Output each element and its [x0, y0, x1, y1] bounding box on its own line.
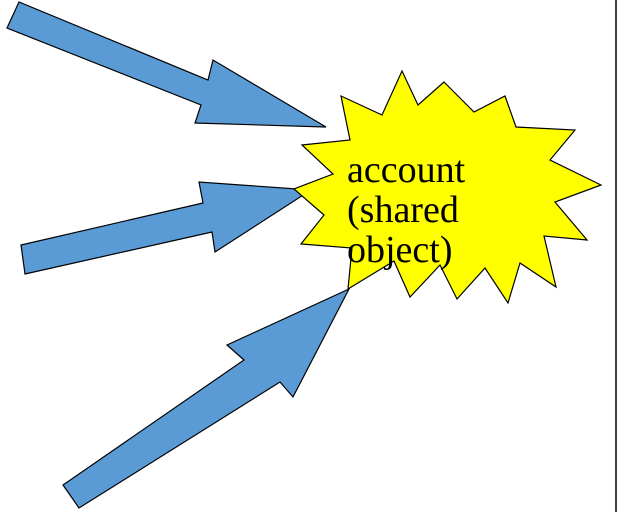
- burst-label-line-3: object): [347, 229, 453, 271]
- burst-label-line-2: (shared: [347, 189, 459, 231]
- burst-label-line-1: account: [347, 149, 466, 191]
- explosion-burst: [292, 69, 603, 305]
- arrow-middle: [20, 181, 313, 275]
- arrow-bottom: [62, 287, 351, 509]
- arrow-top: [6, 1, 327, 128]
